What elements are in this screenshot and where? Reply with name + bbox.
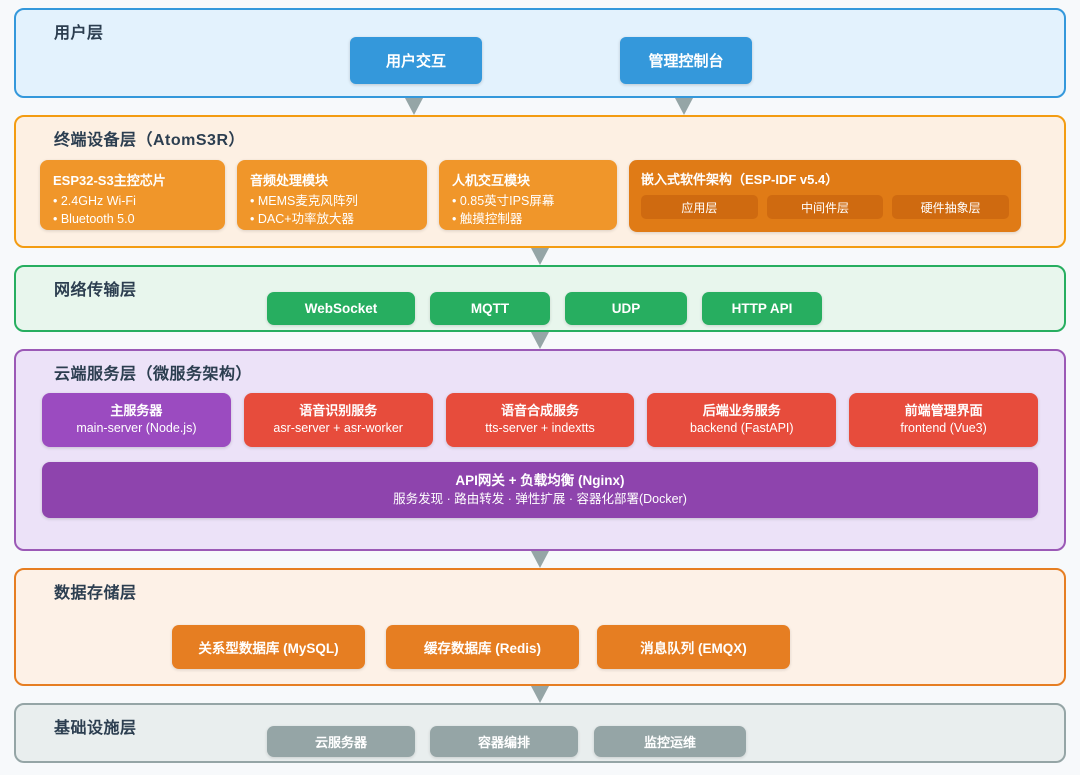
button-cloud-server[interactable]: 云服务器 bbox=[267, 726, 415, 757]
card-embedded-software-stack[interactable]: 嵌入式软件架构（ESP-IDF v5.4） 应用层 中间件层 硬件抽象层 bbox=[629, 160, 1021, 233]
arrow-band-cloud-to-storage bbox=[14, 551, 1066, 568]
layer-cloud-title: 云端服务层（微服务架构） bbox=[54, 366, 253, 383]
layer-data-storage: 数据存储层 关系型数据库 (MySQL) 缓存数据库 (Redis) 消息队列 … bbox=[14, 568, 1066, 686]
button-user-interaction[interactable]: 用户交互 bbox=[350, 37, 482, 84]
down-arrow-icon bbox=[531, 332, 549, 349]
card-hmi-item: • 0.85英寸IPS屏幕 bbox=[452, 194, 555, 209]
button-store-mysql[interactable]: 关系型数据库 (MySQL) bbox=[172, 625, 365, 669]
card-hmi-module[interactable]: 人机交互模块 • 0.85英寸IPS屏幕 • 触摸控制器 bbox=[439, 160, 617, 231]
pill-hal-layer[interactable]: 硬件抽象层 bbox=[892, 195, 1010, 220]
terminal-module-cards: ESP32-S3主控芯片 • 2.4GHz Wi-Fi • Bluetooth … bbox=[16, 150, 1064, 233]
layer-user: 用户层 用户交互 管理控制台 bbox=[14, 8, 1066, 98]
layer-terminal-device: 终端设备层（AtomS3R） ESP32-S3主控芯片 • 2.4GHz Wi-… bbox=[14, 115, 1066, 248]
service-asr-title: 语音识别服务 bbox=[299, 403, 378, 419]
service-frontend[interactable]: 前端管理界面 frontend (Vue3) bbox=[849, 393, 1038, 448]
button-protocol-mqtt[interactable]: MQTT bbox=[430, 292, 550, 325]
service-tts-sub: tts-server + indextts bbox=[485, 421, 595, 436]
service-main-server-sub: main-server (Node.js) bbox=[76, 421, 197, 436]
layer-infrastructure: 基础设施层 云服务器 容器编排 监控运维 bbox=[14, 703, 1066, 763]
button-protocol-websocket[interactable]: WebSocket bbox=[267, 292, 415, 325]
embedded-stack-pills: 应用层 中间件层 硬件抽象层 bbox=[641, 195, 1010, 220]
service-frontend-sub: frontend (Vue3) bbox=[900, 421, 987, 436]
card-esp32-title: ESP32-S3主控芯片 bbox=[53, 173, 166, 189]
down-arrow-icon bbox=[531, 248, 549, 265]
card-hmi-title: 人机交互模块 bbox=[452, 173, 531, 189]
down-arrow-icon bbox=[675, 98, 693, 115]
card-audio-item: • DAC+功率放大器 bbox=[250, 212, 355, 227]
api-gateway-title: API网关 + 负载均衡 (Nginx) bbox=[455, 472, 625, 488]
down-arrow-icon bbox=[405, 98, 423, 115]
button-store-emqx[interactable]: 消息队列 (EMQX) bbox=[597, 625, 790, 669]
card-embedded-title: 嵌入式软件架构（ESP-IDF v5.4） bbox=[641, 172, 839, 188]
card-audio-item: • MEMS麦克风阵列 bbox=[250, 194, 358, 209]
down-arrow-icon bbox=[531, 551, 549, 568]
arrow-band-terminal-to-network bbox=[14, 248, 1066, 265]
layer-cloud-services: 云端服务层（微服务架构） 主服务器 main-server (Node.js) … bbox=[14, 349, 1066, 551]
cloud-service-cards: 主服务器 main-server (Node.js) 语音识别服务 asr-se… bbox=[16, 384, 1064, 448]
button-admin-console[interactable]: 管理控制台 bbox=[620, 37, 752, 84]
service-main-server[interactable]: 主服务器 main-server (Node.js) bbox=[42, 393, 231, 448]
down-arrow-icon bbox=[531, 686, 549, 703]
service-asr-sub: asr-server + asr-worker bbox=[273, 421, 403, 436]
layer-network-title: 网络传输层 bbox=[54, 282, 137, 299]
service-backend[interactable]: 后端业务服务 backend (FastAPI) bbox=[647, 393, 837, 448]
card-hmi-item: • 触摸控制器 bbox=[452, 212, 523, 227]
service-asr[interactable]: 语音识别服务 asr-server + asr-worker bbox=[243, 393, 433, 448]
service-frontend-title: 前端管理界面 bbox=[904, 403, 983, 419]
button-store-redis[interactable]: 缓存数据库 (Redis) bbox=[386, 625, 579, 669]
arrow-band-network-to-cloud bbox=[14, 332, 1066, 349]
card-esp32-mcu[interactable]: ESP32-S3主控芯片 • 2.4GHz Wi-Fi • Bluetooth … bbox=[40, 160, 225, 231]
button-protocol-http-api[interactable]: HTTP API bbox=[702, 292, 822, 325]
layer-network-transport: 网络传输层 WebSocket MQTT UDP HTTP API bbox=[14, 265, 1066, 332]
arrow-band-storage-to-infra bbox=[14, 686, 1066, 703]
pill-middleware-layer[interactable]: 中间件层 bbox=[766, 195, 884, 220]
service-tts-title: 语音合成服务 bbox=[500, 403, 579, 419]
pill-application-layer[interactable]: 应用层 bbox=[641, 195, 758, 220]
layer-user-title: 用户层 bbox=[54, 25, 104, 42]
card-audio-module[interactable]: 音频处理模块 • MEMS麦克风阵列 • DAC+功率放大器 bbox=[237, 160, 427, 231]
card-esp32-item: • 2.4GHz Wi-Fi bbox=[53, 194, 136, 209]
service-tts[interactable]: 语音合成服务 tts-server + indextts bbox=[445, 393, 635, 448]
service-backend-title: 后端业务服务 bbox=[702, 403, 781, 419]
button-container-orchestration[interactable]: 容器编排 bbox=[430, 726, 578, 757]
layer-infra-title: 基础设施层 bbox=[54, 720, 137, 737]
button-monitoring-ops[interactable]: 监控运维 bbox=[594, 726, 746, 757]
card-api-gateway[interactable]: API网关 + 负载均衡 (Nginx) 服务发现 · 路由转发 · 弹性扩展 … bbox=[42, 462, 1038, 519]
service-backend-sub: backend (FastAPI) bbox=[690, 421, 794, 436]
service-main-server-title: 主服务器 bbox=[110, 403, 163, 419]
card-audio-title: 音频处理模块 bbox=[250, 173, 329, 189]
arrow-band-user-to-terminal bbox=[14, 98, 1066, 115]
card-esp32-item: • Bluetooth 5.0 bbox=[53, 212, 135, 227]
button-protocol-udp[interactable]: UDP bbox=[565, 292, 687, 325]
layer-terminal-title: 终端设备层（AtomS3R） bbox=[54, 132, 246, 149]
layer-storage-title: 数据存储层 bbox=[54, 585, 137, 602]
api-gateway-features: 服务发现 · 路由转发 · 弹性扩展 · 容器化部署(Docker) bbox=[393, 491, 687, 506]
